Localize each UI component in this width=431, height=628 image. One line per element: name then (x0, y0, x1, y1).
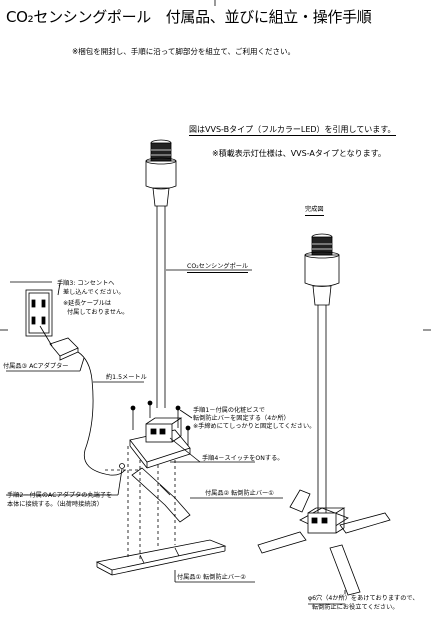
holes-line1: φ6穴（4か所）をあけておりますので、 (308, 595, 419, 602)
outlet-icon (10, 281, 53, 337)
completed-label: 完成図 (305, 206, 324, 216)
stabilizer-bar-2-icon (95, 539, 227, 576)
step1-line1: 手順1－付属の化粧ビスで (193, 407, 265, 414)
holes-line2: 転倒防止にお役立てください。 (312, 604, 399, 611)
bar1-label: 付属品② 転倒防止バー① (205, 490, 274, 497)
step3-line4: 付属しておりません。 (67, 309, 129, 316)
bar2-label: 付属品① 転倒防止バー② (177, 574, 246, 581)
signal-light-icon (145, 139, 177, 207)
pole-label: CO₂センシングポール (187, 263, 249, 273)
page-title: CO₂センシングポール 付属品、並びに組立・操作手順 (6, 8, 372, 26)
adapter-label: 付属品③ ACアダプター (3, 363, 69, 370)
step1-line3: ※手締めにてしっかりと固定してください。 (193, 423, 316, 430)
cable-length-label: 約1.5メートル (106, 374, 147, 381)
base-block-icon (129, 417, 191, 469)
figure-note: 図はVVS-Bタイプ（フルカラーLED）を引用しています。 (189, 125, 396, 136)
light-note: ※積載表示灯仕様は、VVS-Aタイプとなります。 (212, 149, 386, 158)
step2-line1: 手順2－付属のACアダプタの丸端子を (7, 492, 113, 499)
step4-label: 手順4－スイッチをONする。 (202, 455, 284, 462)
pole-icon (156, 206, 166, 408)
step3-line3: ※延長ケーブルは (63, 300, 112, 307)
step1-line2: 転倒防止バーを固定する（4か所） (193, 415, 290, 422)
stabilizer-bar-1-icon (131, 467, 191, 523)
step3-line1: 手順3: コンセントへ (57, 280, 115, 287)
step2-line2: 本体に接続する。（出荷時接続済） (7, 501, 103, 508)
completed-base-icon (257, 489, 391, 596)
ac-adapter-icon (39, 325, 126, 476)
page-subtitle: ※梱包を開封し、手順に沿って脚部分を組立て、ご利用ください。 (72, 47, 296, 56)
step3-line2: 差し込んでください。 (63, 289, 125, 296)
screw-icon (130, 400, 191, 446)
completed-light-icon (304, 233, 340, 515)
